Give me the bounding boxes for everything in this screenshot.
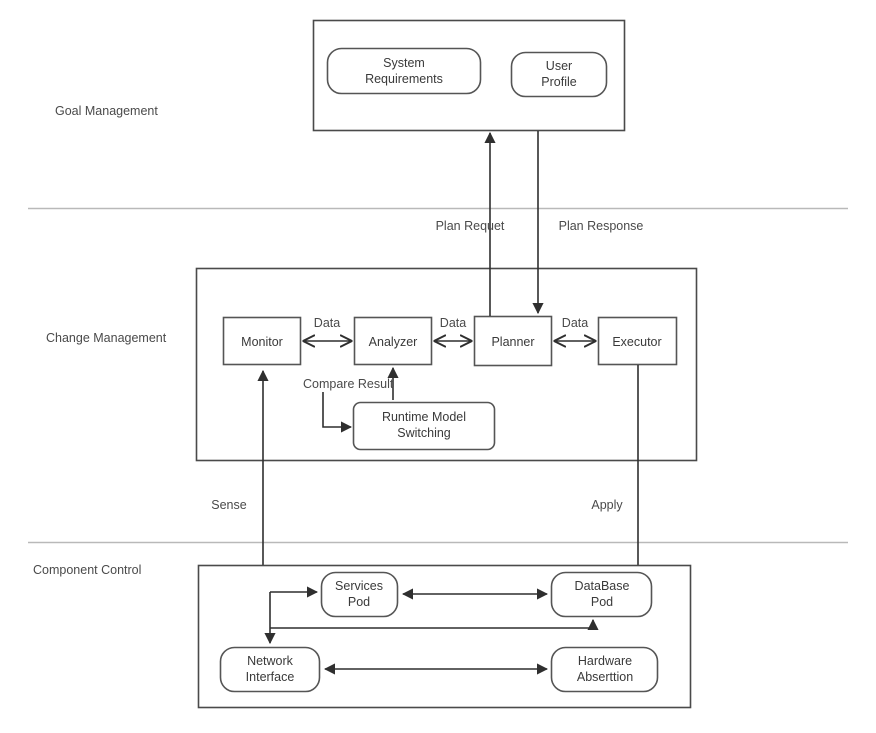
edge-feedback-to-database-pod bbox=[270, 618, 599, 631]
network-interface-node[interactable] bbox=[219, 646, 321, 693]
database-pod-label-line2: Pod bbox=[591, 595, 613, 609]
edge-label-analyzer-planner: Data bbox=[440, 316, 466, 330]
monitor-node[interactable] bbox=[222, 316, 302, 366]
planner-label: Planner bbox=[491, 335, 534, 349]
network-interface-label-line1: Network bbox=[247, 654, 294, 668]
executor-label: Executor bbox=[612, 335, 661, 349]
runtime-model-switching-label-line2: Switching bbox=[397, 426, 451, 440]
edge-label-plan-response: Plan Response bbox=[559, 219, 644, 233]
system-requirements-node[interactable] bbox=[326, 47, 482, 95]
hardware-abserttion-label-line1: Hardware bbox=[578, 654, 632, 668]
edge-label-sense: Sense bbox=[211, 498, 246, 512]
hardware-abserttion-label-line2: Abserttion bbox=[577, 670, 633, 684]
runtime-model-switching-label-line1: Runtime Model bbox=[382, 410, 466, 424]
database-pod-label-line1: DataBase bbox=[575, 579, 630, 593]
planner-node[interactable] bbox=[473, 315, 553, 367]
user-profile-label-line2: Profile bbox=[541, 75, 576, 89]
edge-label-plan-request: Plan Requet bbox=[436, 219, 505, 233]
user-profile-node[interactable] bbox=[510, 51, 608, 98]
user-profile-label-line1: User bbox=[546, 59, 572, 73]
services-pod-label-line1: Services bbox=[335, 579, 383, 593]
system-requirements-label-line2: Requirements bbox=[365, 72, 443, 86]
analyzer-node[interactable] bbox=[353, 316, 433, 366]
analyzer-label: Analyzer bbox=[369, 335, 418, 349]
executor-node[interactable] bbox=[597, 316, 678, 366]
database-pod-node[interactable] bbox=[550, 571, 653, 618]
services-pod-label-line2: Pod bbox=[348, 595, 370, 609]
edge-label-compare-result: Compare Result bbox=[303, 377, 394, 391]
layer-label-component-control: Component Control bbox=[33, 563, 141, 577]
edge-label-monitor-analyzer: Data bbox=[314, 316, 340, 330]
layer-label-goal-management: Goal Management bbox=[55, 104, 158, 118]
monitor-label: Monitor bbox=[241, 335, 283, 349]
edge-compare-result-to-runtime-model bbox=[322, 392, 353, 433]
system-requirements-label-line1: System bbox=[383, 56, 425, 70]
edge-label-apply: Apply bbox=[591, 498, 623, 512]
network-interface-label-line2: Interface bbox=[246, 670, 295, 684]
runtime-model-switching-node[interactable] bbox=[352, 401, 496, 451]
edge-label-planner-executor: Data bbox=[562, 316, 588, 330]
services-pod-node[interactable] bbox=[320, 571, 399, 618]
layer-label-change-management: Change Management bbox=[46, 331, 167, 345]
hardware-abserttion-node[interactable] bbox=[550, 646, 659, 693]
